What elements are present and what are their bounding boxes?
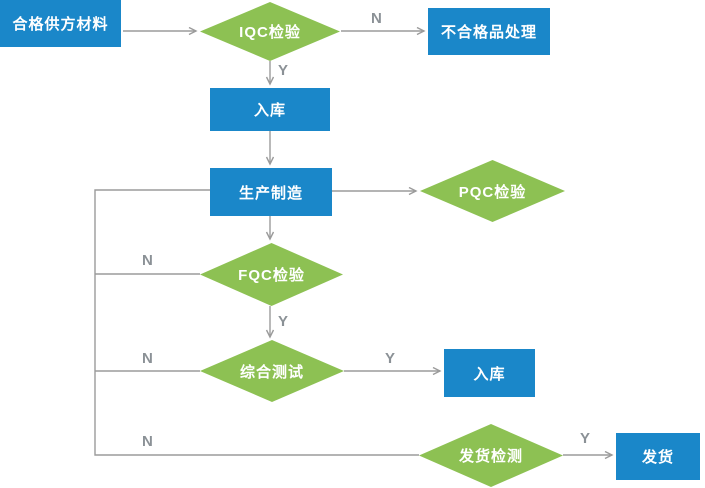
edge-label-shipping-no: N (142, 433, 153, 450)
edge-label-fqc-yes: Y (278, 313, 289, 330)
node-warehouse-in-2: 入库 (444, 349, 535, 397)
edge-label-test-no: N (142, 350, 153, 367)
edge-label-iqc-no: N (371, 10, 382, 27)
edge-label-iqc-yes: Y (278, 62, 289, 79)
node-shipping: 发货 (616, 433, 700, 480)
node-nonconforming-handling: 不合格品处理 (428, 8, 550, 55)
node-warehouse-in-1: 入库 (210, 88, 330, 131)
edge-label-shipping-yes: Y (580, 430, 591, 447)
node-production: 生产制造 (210, 168, 332, 216)
edge-label-test-yes: Y (385, 350, 396, 367)
edge-label-fqc-no: N (142, 252, 153, 269)
node-supplier-materials: 合格供方材料 (0, 0, 121, 47)
